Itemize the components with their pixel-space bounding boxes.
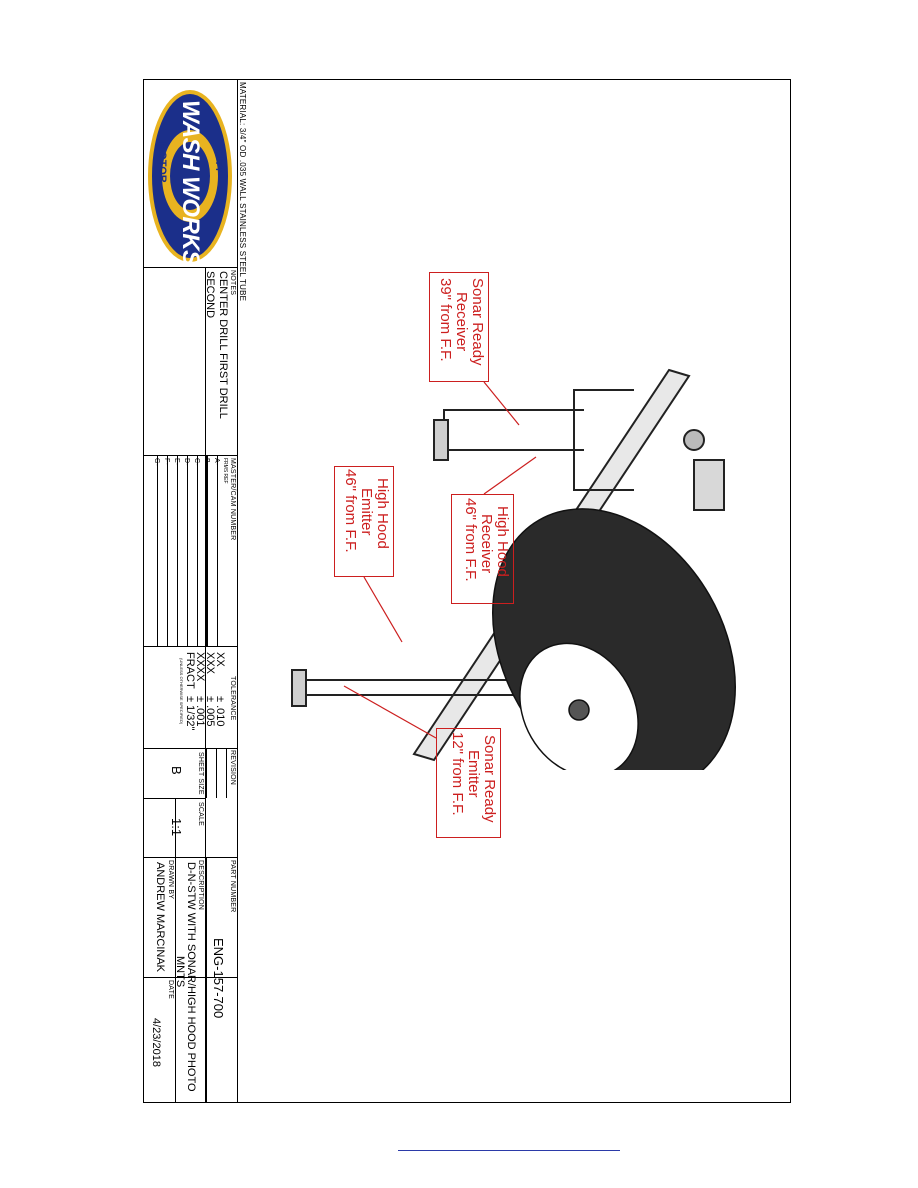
rev-line [206,748,207,798]
left-foot [433,419,449,461]
assembly-drawing [291,368,736,770]
callout-hood-receiver [451,494,514,604]
leader-sonar-emitter [343,685,437,739]
logo [148,90,232,262]
title-block-divider [237,80,238,1102]
master-grid [197,455,198,646]
motor-box [693,459,725,511]
master-grid [167,455,168,646]
brush [492,508,736,770]
sep-tolerance [144,748,237,749]
leader-sonar-receiver [483,381,520,426]
rev-line [216,748,217,798]
callout-sonar-emitter [436,728,501,838]
sep-sheet [144,798,206,799]
drawing-sheet: MATERIAL: 3/4" OD .035 WALL STAINLESS ST… [143,79,791,1103]
right-foot [291,669,307,707]
motor-hub [683,429,705,451]
sep-master [144,646,237,647]
callout-sonar-receiver [429,272,489,382]
sep-desc [144,977,237,978]
left-frame-top [573,389,634,491]
callout-hood-emitter [334,466,394,577]
sep-drawn [175,857,176,1102]
sep-notes [144,455,237,456]
leader-hood-receiver [483,456,537,495]
pn-divider [206,857,207,1102]
footer-link[interactable] [398,1150,620,1151]
rev-line [226,748,227,798]
inner-divider [205,267,206,1102]
sep-scale [144,857,237,858]
master-row-line [206,455,207,646]
master-grid [207,455,208,646]
master-grid [187,455,188,646]
master-grid [217,455,218,646]
leader-lines [343,381,537,739]
master-grid [157,455,158,646]
sep-logo [144,267,237,268]
leader-hood-emitter [363,576,403,643]
master-grid [177,455,178,646]
